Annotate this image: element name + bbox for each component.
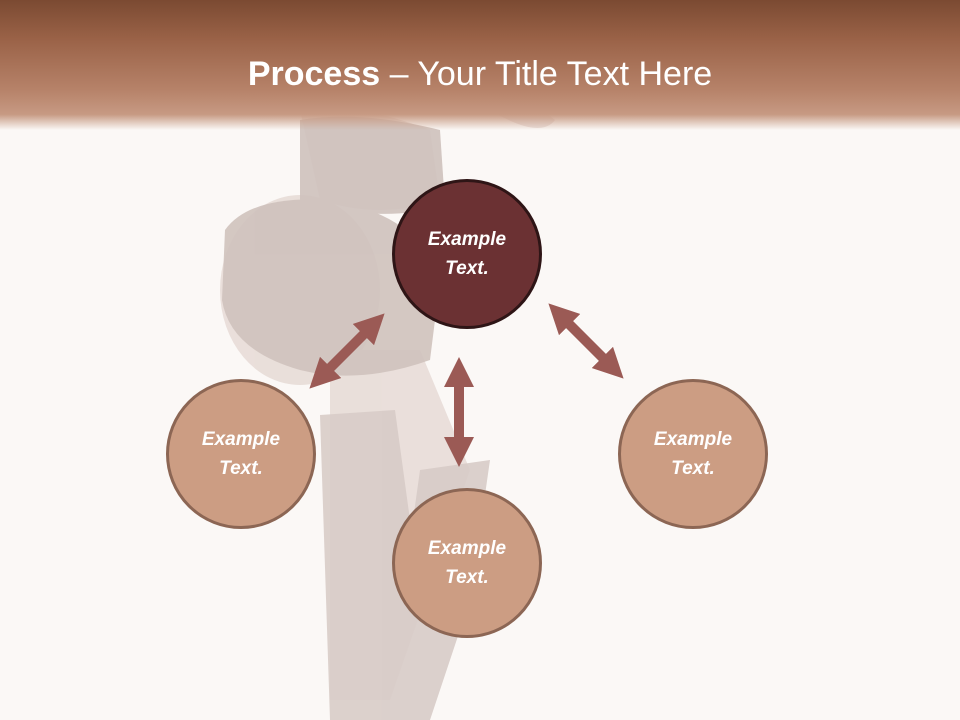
arrow-center-left xyxy=(309,313,385,389)
right-node: Example Text. xyxy=(618,379,768,529)
title-bar xyxy=(0,0,960,130)
title-bold: Process xyxy=(247,55,381,93)
bottom-node: Example Text. xyxy=(392,488,542,638)
center-node: Example Text. xyxy=(392,179,542,329)
title-rest: – Your Title Text Here xyxy=(380,55,713,93)
page-title: Process – Your Title Text Here xyxy=(0,52,960,96)
left-node: Example Text. xyxy=(166,379,316,529)
arrow-center-right xyxy=(548,303,624,379)
